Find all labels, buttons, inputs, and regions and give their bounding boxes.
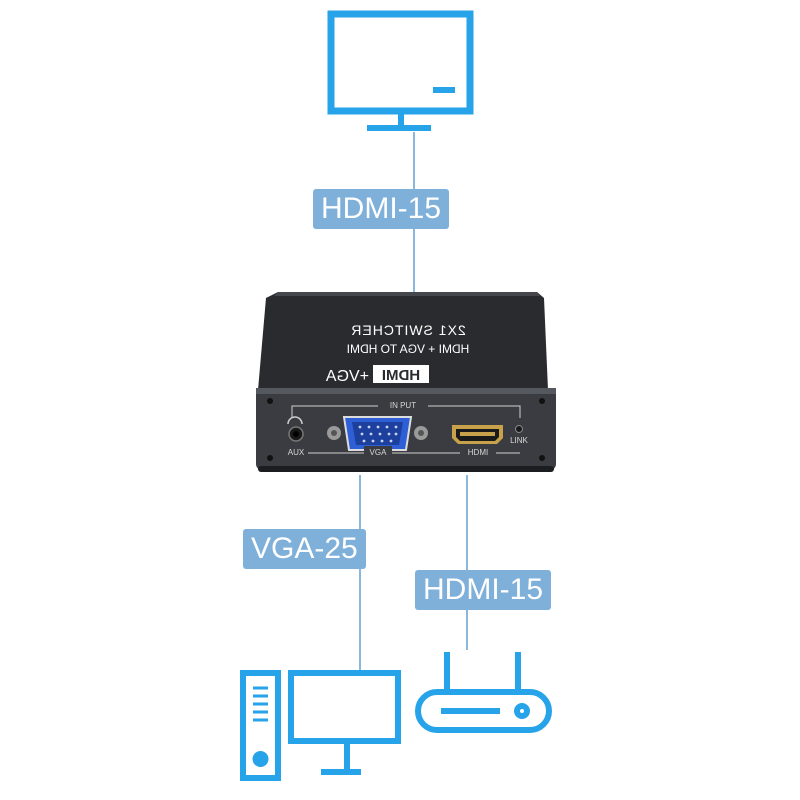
monitor-icon [327,10,474,131]
device-title-line1: 2X1 SWITCHER [350,322,465,338]
link-led [515,425,523,433]
hdmi-label: HDMI [468,448,488,457]
cable-label-top: HDMI-15 [313,189,450,229]
desktop-computer-icon [240,670,401,781]
input-label: IN PUT [390,401,416,410]
switcher-device: 2X1 SWITCHER HDMI + VGA TO HDMI HDMI +VG… [256,292,556,472]
brand-hdmi: HDMI [382,367,420,384]
aux-label: AUX [288,448,305,457]
brand-vga: +VGA [326,368,369,385]
vga-port [327,416,428,451]
router-icon [415,652,552,733]
screw [267,455,273,461]
screw [539,455,545,461]
cable-label-vga: VGA-25 [243,529,366,569]
device-title-line2: HDMI + VGA TO HDMI [347,342,470,356]
aux-port [287,416,304,442]
screw [539,398,545,404]
cable-label-hdmi-bottom: HDMI-15 [415,570,552,610]
screw [267,398,273,404]
vga-label: VGA [370,448,388,457]
brand-hdmi-badge [373,365,429,383]
link-label: LINK [510,436,528,445]
hdmi-port [452,425,503,444]
